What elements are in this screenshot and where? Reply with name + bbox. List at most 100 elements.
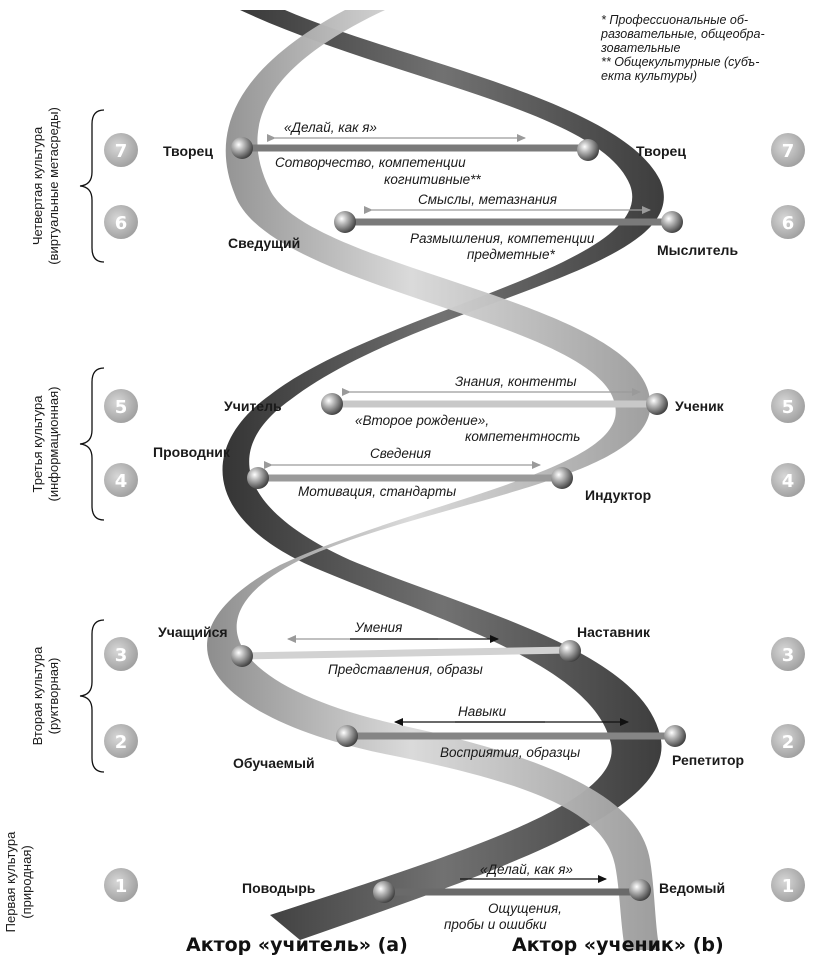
- node-3b: [559, 640, 581, 662]
- node-1a: [373, 881, 395, 903]
- node-4b: [551, 467, 573, 489]
- badge-left-5: 5: [104, 389, 138, 423]
- badge-left-7: 7: [104, 133, 138, 167]
- bottom-text-5b: компетентность: [465, 429, 580, 444]
- left-label-2: Обучаемый: [233, 755, 315, 771]
- culture-brackets: [79, 109, 105, 773]
- badge-left-2: 2: [104, 724, 138, 758]
- left-label-6: Сведущий: [228, 235, 300, 251]
- badge-right-2: 2: [771, 724, 805, 758]
- badge-right-3: 3: [771, 637, 805, 671]
- helix-strands: [207, 10, 664, 950]
- node-2a: [336, 725, 358, 747]
- culture-labels: Четвертая культура (виртуальные метасред…: [3, 107, 61, 932]
- left-label-5: Учитель: [224, 398, 282, 414]
- left-label-4: Проводник: [153, 444, 231, 460]
- level-badges: 7 6 5 4 3 2 1 7 6 5 4 3 2 1: [104, 133, 805, 902]
- left-label-3: Учащийся: [158, 624, 228, 640]
- bracket-3: [79, 367, 105, 521]
- right-label-4: Индуктор: [585, 487, 651, 503]
- badge-left-6: 6: [104, 205, 138, 239]
- badge-right-5: 5: [771, 389, 805, 423]
- helix-strand-light: [207, 10, 661, 950]
- culture-3-line2: (информационная): [46, 387, 61, 502]
- node-7b: [577, 139, 599, 161]
- culture-4-line2: (виртуальные метасреды): [46, 107, 61, 265]
- node-7a: [231, 137, 253, 159]
- top-text-5: Знания, контенты: [455, 374, 577, 389]
- bottom-text-7b: когнитивные**: [384, 172, 481, 187]
- badge-right-1: 1: [771, 868, 805, 902]
- svg-text:3: 3: [782, 645, 795, 666]
- arrows: [264, 134, 651, 883]
- bracket-4: [79, 109, 105, 263]
- bottom-text-4: Мотивация, стандарты: [298, 484, 456, 499]
- svg-text:2: 2: [782, 732, 795, 753]
- svg-text:4: 4: [782, 471, 795, 492]
- svg-text:7: 7: [782, 141, 795, 162]
- top-text-4: Сведения: [370, 446, 431, 461]
- badge-right-4: 4: [771, 463, 805, 497]
- svg-text:6: 6: [115, 213, 128, 234]
- role-labels: Творец Творец Сведущий Мыслитель Учитель…: [153, 143, 744, 896]
- badge-left-4: 4: [104, 463, 138, 497]
- footnote-2-line1: ** Общекультурные (субъ-: [601, 55, 759, 69]
- svg-text:4: 4: [115, 471, 128, 492]
- right-label-3: Наставник: [577, 624, 651, 640]
- footnote-2-line2: екта культуры): [601, 69, 697, 83]
- top-text-2: Навыки: [458, 704, 507, 719]
- left-label-7: Творец: [163, 143, 213, 159]
- svg-text:6: 6: [782, 213, 795, 234]
- right-label-1: Ведомый: [659, 880, 725, 896]
- actor-student-caption: Актор «ученик» (b): [512, 934, 724, 956]
- right-label-7: Творец: [636, 143, 686, 159]
- svg-text:7: 7: [115, 141, 128, 162]
- node-1b: [629, 879, 651, 901]
- bracket-2: [79, 619, 105, 773]
- svg-text:2: 2: [115, 732, 128, 753]
- bottom-text-5a: «Второе рождение»,: [355, 413, 489, 428]
- right-label-2: Репетитор: [672, 752, 744, 768]
- node-6a: [334, 211, 356, 233]
- svg-text:1: 1: [782, 876, 795, 897]
- culture-1-line1: Первая культура: [3, 831, 18, 933]
- culture-2-line1: Вторая культура: [30, 646, 45, 745]
- rung-3: [241, 646, 571, 660]
- node-5b: [646, 393, 668, 415]
- culture-2-line2: (руктворная): [46, 658, 61, 735]
- top-text-3: Умения: [354, 620, 402, 635]
- top-text-6: Смыслы, метазнания: [418, 192, 557, 207]
- top-text-7: «Делай, как я»: [284, 120, 377, 135]
- nodes: [231, 137, 686, 903]
- svg-text:3: 3: [115, 645, 128, 666]
- actor-teacher-caption: Актор «учитель» (a): [186, 934, 408, 956]
- right-label-6: Мыслитель: [657, 242, 738, 258]
- bottom-text-1a: Ощущения,: [488, 901, 562, 916]
- footnotes: * Профессиональные об- разовательные, об…: [600, 13, 765, 83]
- rungs: [241, 144, 672, 896]
- badge-right-6: 6: [771, 205, 805, 239]
- footnote-1-line2: разовательные, общеобра-: [600, 27, 765, 41]
- bottom-text-1b: пробы и ошибки: [444, 917, 547, 932]
- bottom-text-6a: Размышления, компетенции: [410, 231, 595, 246]
- node-2b: [664, 725, 686, 747]
- bottom-text-3: Представления, образы: [328, 662, 483, 677]
- bottom-text-2: Восприятия, образцы: [440, 745, 580, 760]
- node-3a: [231, 645, 253, 667]
- node-4a: [247, 467, 269, 489]
- svg-text:1: 1: [115, 876, 128, 897]
- badge-right-7: 7: [771, 133, 805, 167]
- culture-1-line2: (природная): [19, 845, 34, 918]
- bottom-text-7a: Сотворчество, компетенции: [275, 155, 466, 170]
- right-label-5: Ученик: [675, 398, 725, 414]
- badge-left-3: 3: [104, 637, 138, 671]
- node-6b: [661, 211, 683, 233]
- node-5a: [321, 393, 343, 415]
- badge-left-1: 1: [104, 868, 138, 902]
- left-label-1: Поводырь: [242, 880, 316, 896]
- culture-3-line1: Третья культура: [30, 395, 45, 493]
- footnote-1-line1: * Профессиональные об-: [601, 13, 748, 27]
- bottom-text-6b: предметные*: [467, 247, 555, 262]
- footnote-1-line3: зовательные: [600, 41, 680, 55]
